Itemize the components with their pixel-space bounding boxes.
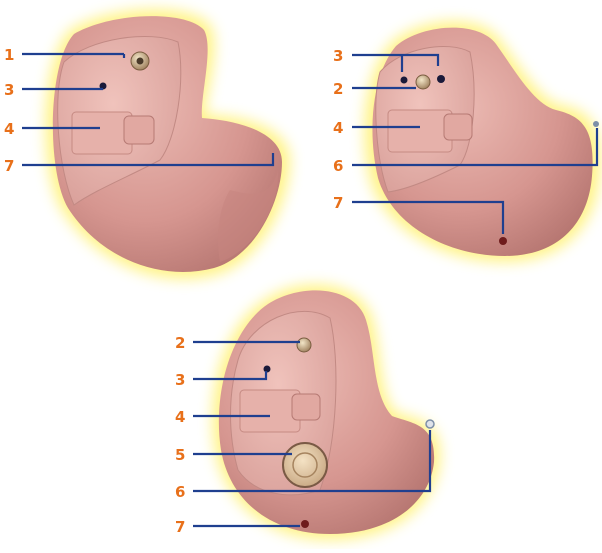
battery-tab [292,394,320,420]
label-number: 4 [333,119,343,137]
label-number: 3 [175,371,185,389]
view-top-right: 3 2 4 6 7 [333,21,601,262]
pull-string-icon [593,121,599,127]
label-number: 5 [175,446,185,464]
battery-tab [444,114,472,140]
pull-string-icon [426,420,434,428]
label-number: 7 [4,157,14,175]
vent-hole-icon [401,77,408,84]
battery-door [388,110,452,152]
volume-wheel-icon [283,443,327,487]
label-number: 6 [175,483,185,501]
label-number: 1 [4,46,14,64]
label-number: 4 [4,120,14,138]
label-number: 7 [175,518,185,536]
battery-tab [124,116,154,144]
microphone-port-icon [297,338,311,352]
label-number: 2 [175,334,185,352]
label-number: 3 [4,81,14,99]
microphone-port-icon [416,75,430,89]
view-top-left: 1 3 4 7 [4,9,290,279]
battery-door [240,390,300,432]
label-number: 4 [175,408,185,426]
battery-door [72,112,132,154]
vent-hole-icon [437,75,445,83]
label-number: 7 [333,194,343,212]
label-number: 6 [333,157,343,175]
label-number: 2 [333,80,343,98]
label-number: 3 [333,47,343,65]
canal-opening-icon [301,520,309,528]
canal-opening-icon [499,237,507,245]
view-bottom: 2 3 4 5 6 7 [175,285,440,540]
